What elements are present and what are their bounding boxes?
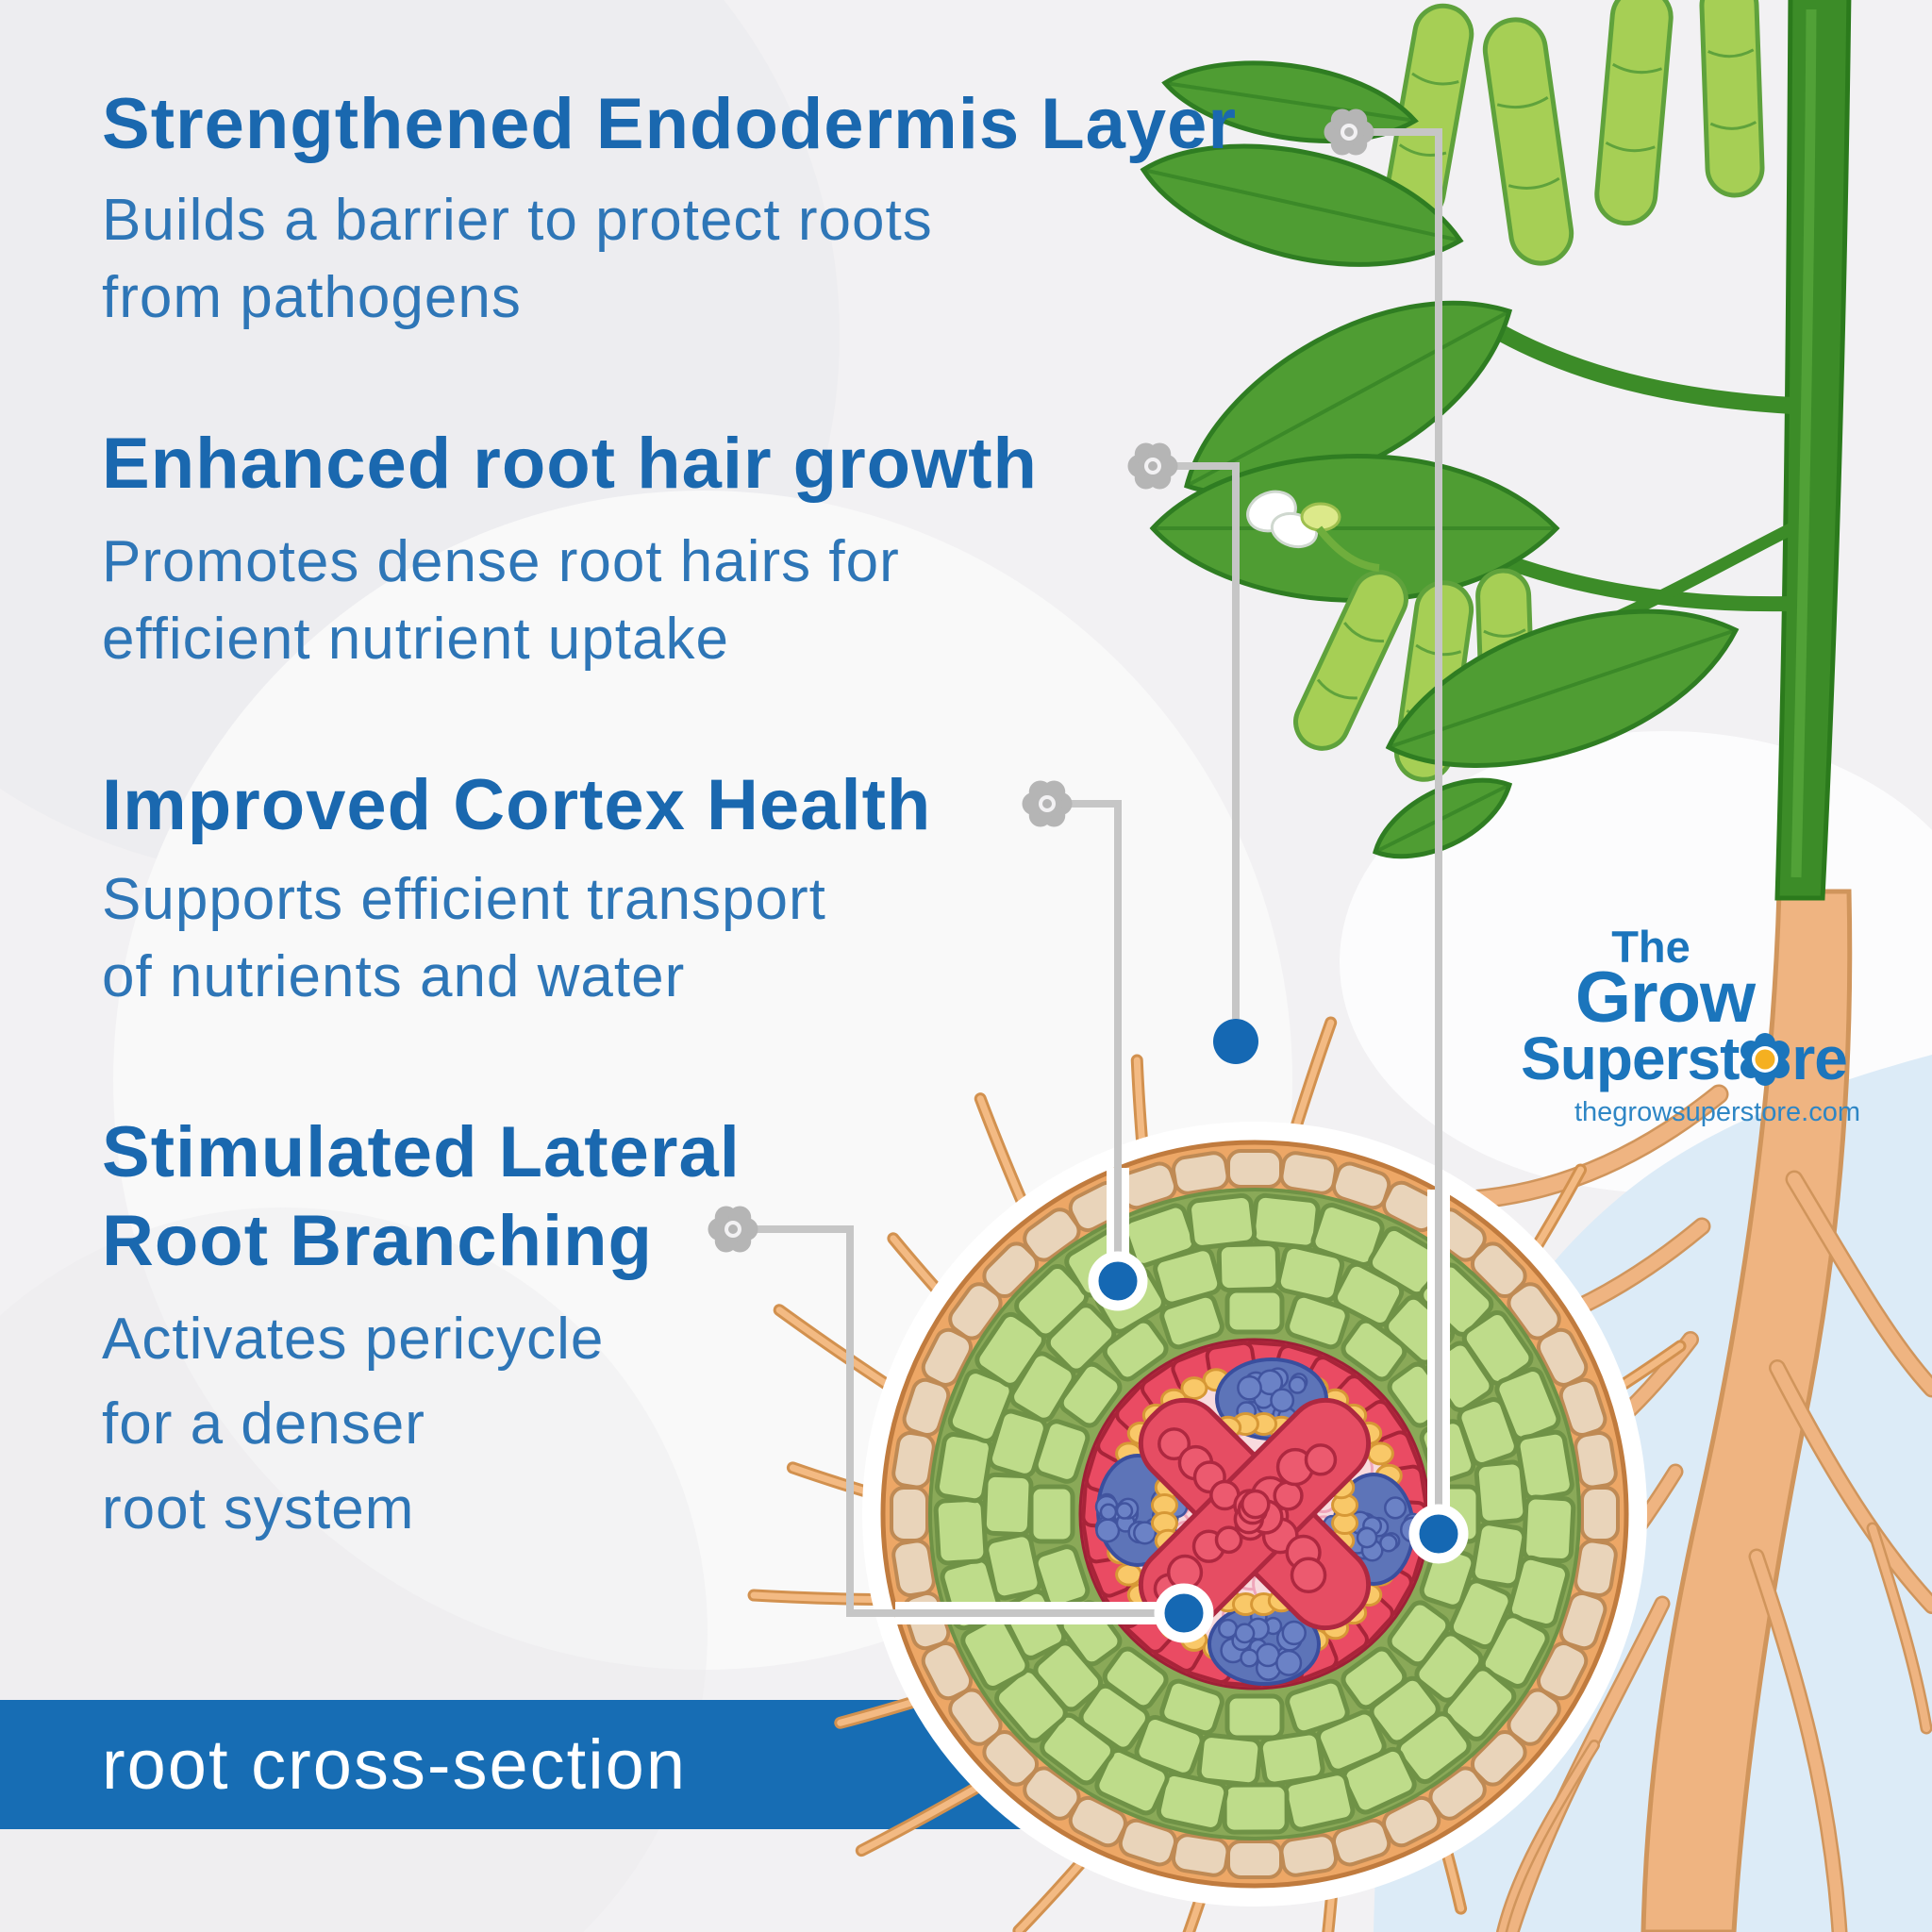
bean-plant-illustration <box>1140 0 1852 901</box>
root-cross-section-illustration <box>862 1122 1647 1907</box>
benefit-body-line: Builds a barrier to protect roots <box>102 188 933 253</box>
benefit-body-line: of nutrients and water <box>102 944 686 1009</box>
flower-connector-icon <box>708 1206 758 1253</box>
benefit-body-line: for a denser <box>102 1391 425 1457</box>
flower-connector-icons <box>708 108 1374 1253</box>
benefit-heading-endodermis: Strengthened Endodermis Layer <box>102 84 1238 164</box>
benefit-heading-lateral-root: Root Branching <box>102 1201 653 1281</box>
logo-url: thegrowsuperstore.com <box>1574 1097 1860 1127</box>
grow-superstore-logo: The Grow Superst re thegrowsuperstore.co… <box>1500 922 1868 1128</box>
benefit-body-line: root system <box>102 1476 415 1541</box>
banner-label: root cross-section <box>102 1725 687 1804</box>
benefit-heading-root-hair: Enhanced root hair growth <box>102 424 1038 504</box>
benefit-heading-lateral-root: Stimulated Lateral <box>102 1112 741 1192</box>
benefit-body-line: from pathogens <box>102 265 522 330</box>
logo-grow: Grow <box>1574 958 1756 1038</box>
endodermis-marker <box>1408 1504 1469 1564</box>
callout-connectors <box>755 128 1450 1624</box>
benefit-body-line: Activates pericycle <box>102 1307 605 1372</box>
benefit-body-line: Supports efficient transport <box>102 867 826 932</box>
benefit-heading-cortex: Improved Cortex Health <box>102 765 932 845</box>
root-hair-marker <box>1213 1019 1258 1064</box>
flower-connector-icon <box>1324 108 1374 156</box>
flower-o-icon <box>1739 1033 1791 1094</box>
logo-superstore: Superst re <box>1521 1024 1848 1094</box>
benefit-body-line: Promotes dense root hairs for <box>102 529 900 594</box>
flower-connector-icon <box>1127 442 1178 490</box>
benefit-body-line: efficient nutrient uptake <box>102 607 729 672</box>
callout-markers <box>1088 1019 1469 1643</box>
logo-the: The <box>1611 922 1690 972</box>
flower-connector-icon <box>1022 780 1073 827</box>
pericycle-marker <box>1154 1583 1214 1643</box>
cortex-marker <box>1088 1251 1148 1311</box>
